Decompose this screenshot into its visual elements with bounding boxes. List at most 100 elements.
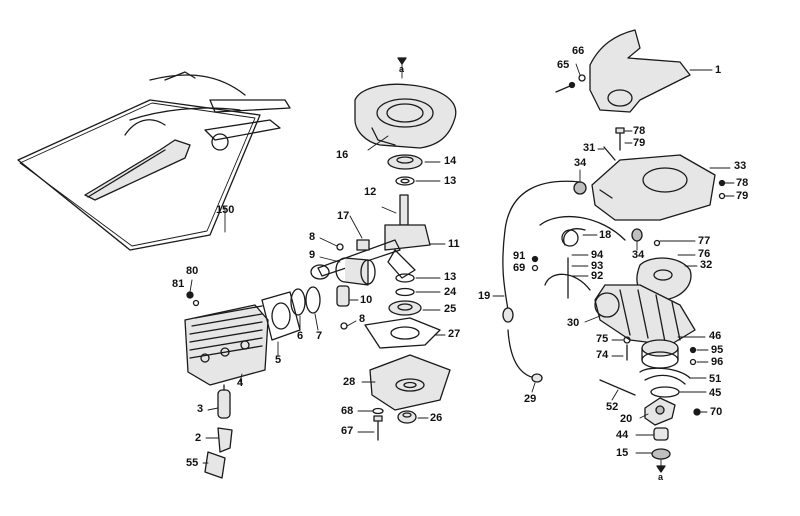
label-30: 30 (567, 317, 580, 329)
label-a-top: a (399, 64, 405, 74)
crankcase-half-16 (354, 57, 457, 151)
screw-78-79a (615, 127, 633, 151)
screw-70 (693, 408, 708, 416)
label-91: 91 (513, 250, 526, 262)
label-33: 33 (734, 160, 747, 172)
label-12: 12 (364, 186, 377, 198)
label-31: 31 (583, 142, 596, 154)
clip-8b (340, 320, 357, 330)
label-52: 52 (606, 401, 619, 413)
reference-arrow-bottom (656, 459, 666, 473)
label-81: 81 (172, 278, 185, 290)
screw-95-96 (689, 346, 709, 366)
label-15: 15 (616, 447, 629, 459)
grommet-34b (631, 228, 643, 251)
pawl-20 (639, 397, 676, 426)
bushing-44 (635, 427, 669, 441)
tube-18 (539, 215, 626, 247)
seal-26 (397, 410, 429, 424)
shroud-1 (589, 29, 713, 113)
label-76: 76 (698, 248, 711, 260)
label-80: 80 (186, 265, 199, 277)
label-10: 10 (360, 294, 373, 306)
label-69: 69 (513, 262, 526, 274)
label-68: 68 (341, 405, 354, 417)
pin-75-74 (611, 336, 631, 361)
label-6: 6 (297, 330, 304, 342)
label-79b: 79 (736, 190, 749, 202)
label-92: 92 (591, 270, 604, 282)
label-9: 9 (309, 249, 316, 261)
throttle-cable-19 (492, 180, 581, 323)
cover-45 (650, 386, 707, 398)
label-78a: 78 (633, 125, 646, 137)
crankcase-cover-28 (361, 354, 451, 411)
label-3: 3 (197, 403, 204, 415)
bearing-25 (388, 300, 441, 316)
label-55: 55 (186, 457, 199, 469)
label-96: 96 (711, 356, 724, 368)
label-75: 75 (596, 333, 609, 345)
label-13b: 13 (444, 271, 457, 283)
label-1: 1 (715, 64, 722, 76)
screw-78-79b (718, 179, 735, 200)
label-77: 77 (698, 235, 711, 247)
label-20: 20 (620, 413, 633, 425)
screw-91-69 (531, 255, 539, 272)
seal-13a (395, 176, 441, 186)
label-8a: 8 (309, 231, 316, 243)
label-95: 95 (711, 344, 724, 356)
label-11: 11 (448, 238, 460, 250)
crankshaft-11 (310, 194, 446, 280)
needle-bearing-17 (349, 215, 370, 251)
label-74: 74 (596, 349, 609, 361)
label-25: 25 (444, 303, 457, 315)
cable-29 (507, 329, 543, 393)
bearing-14 (387, 154, 441, 170)
fan-assembly-30 (584, 284, 696, 346)
label-29: 29 (524, 393, 537, 405)
label-34a: 34 (574, 157, 587, 169)
label-51: 51 (709, 373, 722, 385)
label-34b: 34 (632, 249, 645, 261)
terminal-55 (202, 451, 226, 479)
label-79a: 79 (633, 137, 646, 149)
pin-31 (597, 146, 616, 161)
label-16: 16 (336, 149, 349, 161)
tool-kit-illustration (17, 71, 291, 251)
rod-52 (599, 379, 636, 401)
spring-51 (639, 367, 707, 385)
nut-15 (635, 448, 671, 460)
blower-housing-33 (591, 154, 731, 221)
cylinder-4 (184, 304, 269, 386)
screw-65-66 (555, 63, 586, 93)
boot-2 (205, 427, 233, 453)
spring-94-93-92 (544, 254, 591, 299)
label-17: 17 (337, 210, 350, 222)
label-2: 2 (195, 432, 202, 444)
seal-13b (395, 273, 441, 283)
ring-6 (290, 288, 306, 331)
piston-9 (319, 256, 376, 286)
label-14: 14 (444, 155, 457, 167)
label-66: 66 (572, 45, 585, 57)
label-70: 70 (710, 406, 723, 418)
label-78b: 78 (736, 177, 749, 189)
label-150: 150 (216, 204, 235, 216)
label-27: 27 (448, 328, 461, 340)
label-5: 5 (275, 354, 282, 366)
screw-67 (357, 415, 383, 441)
ring-7 (305, 286, 321, 331)
label-65: 65 (557, 59, 570, 71)
label-8b: 8 (359, 313, 366, 325)
label-93: 93 (591, 260, 604, 272)
washer-68 (357, 407, 384, 415)
wrist-pin-10 (336, 285, 359, 307)
label-4: 4 (237, 377, 244, 389)
label-19: 19 (478, 290, 491, 302)
label-a-bottom: a (658, 472, 664, 482)
label-32: 32 (700, 259, 713, 271)
label-67: 67 (341, 425, 354, 437)
